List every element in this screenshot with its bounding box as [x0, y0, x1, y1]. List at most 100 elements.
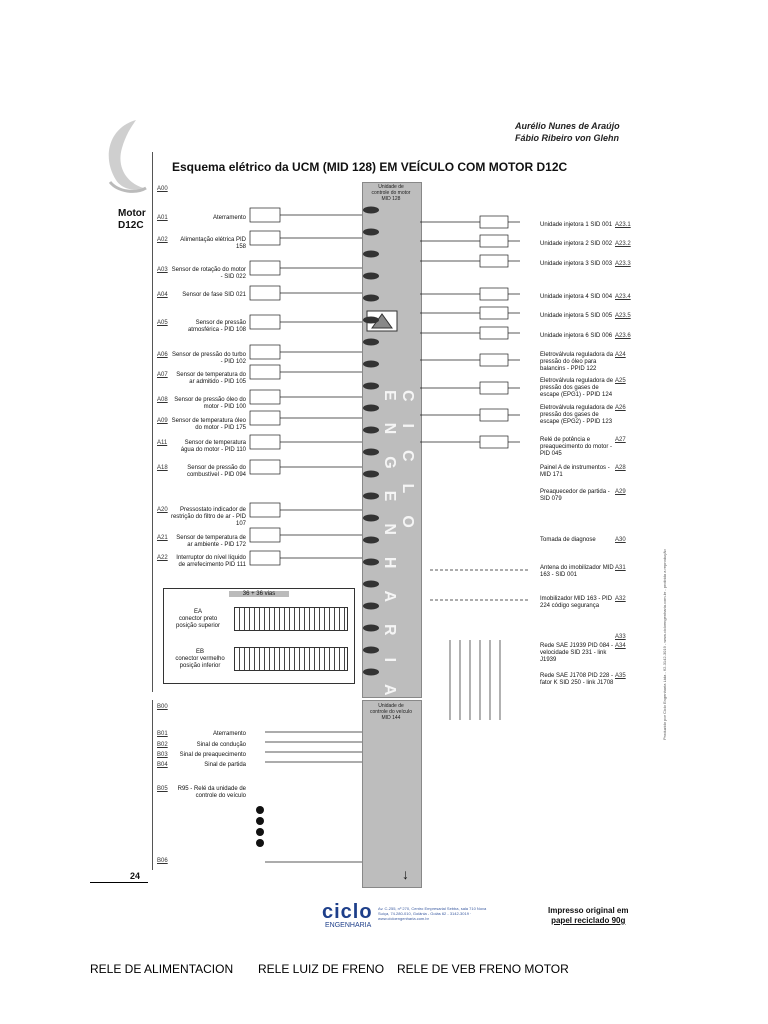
right-items-label: Eletroválvula reguladora da pressão do ó…	[540, 352, 614, 372]
connector-ea-name: EA	[193, 609, 202, 615]
pin-symbol	[363, 206, 379, 214]
ciclo-logo: ciclo	[322, 901, 373, 923]
ucm-motor-line3: MID 128	[381, 196, 401, 202]
sensor-symbol	[249, 389, 281, 405]
motor-label-line1: Motor	[118, 208, 146, 219]
pin-symbol	[363, 646, 379, 654]
pin-symbol	[363, 558, 379, 566]
left-items-code: A06	[157, 352, 168, 358]
publisher-swoosh-logo	[108, 120, 147, 193]
actuator-symbol	[479, 408, 509, 422]
right-items-label: Unidade injetora 3 SID 003	[540, 261, 613, 267]
ucm-motor-label: Unidade de controle do motor MID 128	[362, 184, 420, 202]
right-items-code: A33	[615, 634, 626, 640]
relay-terminal-symbol	[256, 806, 264, 814]
pin-symbol	[363, 470, 379, 478]
right-items-code: A34	[615, 643, 626, 649]
connector-eb-label: EB conector vermelho posição inferior	[168, 649, 232, 670]
left-items-label: Sensor de pressão óleo do motor - PID 10…	[174, 397, 246, 410]
right-items-label: Preaquecedor de partida - SID 079	[540, 489, 610, 502]
right-items-code: A25	[615, 378, 626, 384]
right-items-label: Tomada de diagnose	[540, 537, 596, 543]
left-items-code: A18	[157, 465, 168, 471]
pin-symbol	[363, 360, 379, 368]
left-items-label: Pressostato indicador de restrição do fi…	[170, 507, 246, 527]
bottom-items-label: Aterramento	[212, 731, 246, 737]
pin-symbol	[363, 492, 379, 500]
right-items-label: Unidade injetora 4 SID 004	[540, 294, 613, 300]
right-items-label: Unidade injetora 1 SID 001	[540, 222, 613, 228]
right-items-label: Imobilizador MID 163 - PID 224 código se…	[540, 596, 613, 609]
bottom-items-label: Sinal de preaquecimento	[179, 752, 246, 758]
right-items-label: Unidade injetora 5 SID 005	[540, 313, 613, 319]
pin-symbol	[363, 514, 379, 522]
left-items-label: Sensor de temperatura do ar admitido - P…	[176, 372, 246, 385]
left-items-code: A00	[157, 186, 168, 192]
ucm-vehicle-line1: Unidade de	[378, 703, 404, 709]
right-items-code: A28	[615, 465, 626, 471]
actuator-symbol	[479, 381, 509, 395]
pin-symbol	[363, 668, 379, 676]
right-items-code: A23.4	[615, 294, 631, 300]
sensor-symbol	[249, 207, 281, 223]
pin-symbol	[363, 404, 379, 412]
watermark: CICLO ENGENHARIA	[381, 390, 416, 718]
wiring-diagram	[249, 206, 530, 863]
sensor-symbol	[249, 434, 281, 450]
connector-ea-label: EA conector preto posição superior	[168, 609, 228, 630]
right-items-code: A23.3	[615, 261, 631, 267]
left-items-code: A09	[157, 418, 168, 424]
bottom-items-code: B02	[157, 742, 168, 748]
ucm-vehicle-line3: MID 144	[381, 715, 401, 721]
left-items-code: A20	[157, 507, 168, 513]
page-number-rule	[90, 882, 148, 883]
right-items-label: Relé de potência e preaquecimento do mot…	[540, 437, 613, 457]
ciclo-logo-sub: ENGENHARIA	[325, 922, 372, 929]
author-2: Fábio Ribeiro von Glehn	[515, 133, 620, 143]
bottom-items-code: B05	[157, 786, 168, 792]
relay-terminal-symbol	[256, 828, 264, 836]
right-items-label: Rede SAE J1939 PID 084 - velocidade SID …	[540, 643, 614, 663]
vertical-copyright-note: Produzido por Ciclo Engenharia Ltda - 62…	[662, 549, 667, 740]
right-items-code: A29	[615, 489, 626, 495]
bottom-items-label: Sinal de condução	[196, 742, 246, 748]
right-items-label: Unidade injetora 6 SID 006	[540, 333, 613, 339]
pin-symbol	[363, 426, 379, 434]
connector-eb-name: EB	[195, 649, 204, 655]
right-items-code: A23.6	[615, 333, 631, 339]
left-items-label: Sensor de pressão atmosférica - PID 108	[187, 320, 246, 333]
sensor-symbol	[249, 410, 281, 426]
pin-symbol	[363, 250, 379, 258]
bottom-items-code: B00	[157, 704, 168, 710]
sensor-symbol	[249, 314, 281, 330]
left-items-label: Interruptor do nível líquido de arrefeci…	[176, 555, 246, 568]
ucm-motor-block	[362, 182, 422, 698]
connector-box-header: 36 + 36 vias	[229, 591, 289, 597]
left-items-label: Sensor de temperatura de ar ambiente - P…	[176, 535, 246, 548]
sensor-symbol	[249, 364, 281, 380]
pin-symbol	[363, 580, 379, 588]
left-items-code: A05	[157, 320, 168, 326]
frame-line-bottom	[152, 700, 153, 870]
bottom-items-label: R95 - Relé da unidade de controle do veí…	[177, 786, 246, 799]
bottom-items-label: Sinal de partida	[204, 762, 246, 768]
connector-ea-pins	[234, 607, 348, 631]
connector-ea-desc1: conector preto	[178, 616, 218, 622]
sensor-symbol	[249, 550, 281, 566]
left-items-label: Sensor de fase SID 021	[182, 292, 246, 298]
right-items-label: Eletroválvula reguladora de pressão dos …	[540, 378, 614, 398]
down-arrow-icon: ↓	[402, 866, 409, 882]
bottom-items-code: B06	[157, 858, 168, 864]
actuator-symbol	[479, 287, 509, 301]
right-items-code: A24	[615, 352, 626, 358]
relay-terminal-symbol	[256, 839, 264, 847]
left-items-label: Sensor de rotação do motor - SID 022	[171, 267, 246, 280]
ucm-vehicle-line2: controle do veículo	[370, 709, 412, 715]
pin-symbol	[363, 448, 379, 456]
left-items-label: Sensor de temperatura água do motor - PI…	[180, 440, 246, 453]
motor-label-line2: D12C	[118, 220, 144, 231]
right-items-code: A23.1	[615, 222, 631, 228]
company-address: Av. C-255, nº 270, Centro Empresarial Se…	[378, 906, 487, 921]
caption-rele-veb-freno: RELE DE VEB FRENO MOTOR	[397, 962, 569, 976]
left-items-code: A08	[157, 397, 168, 403]
